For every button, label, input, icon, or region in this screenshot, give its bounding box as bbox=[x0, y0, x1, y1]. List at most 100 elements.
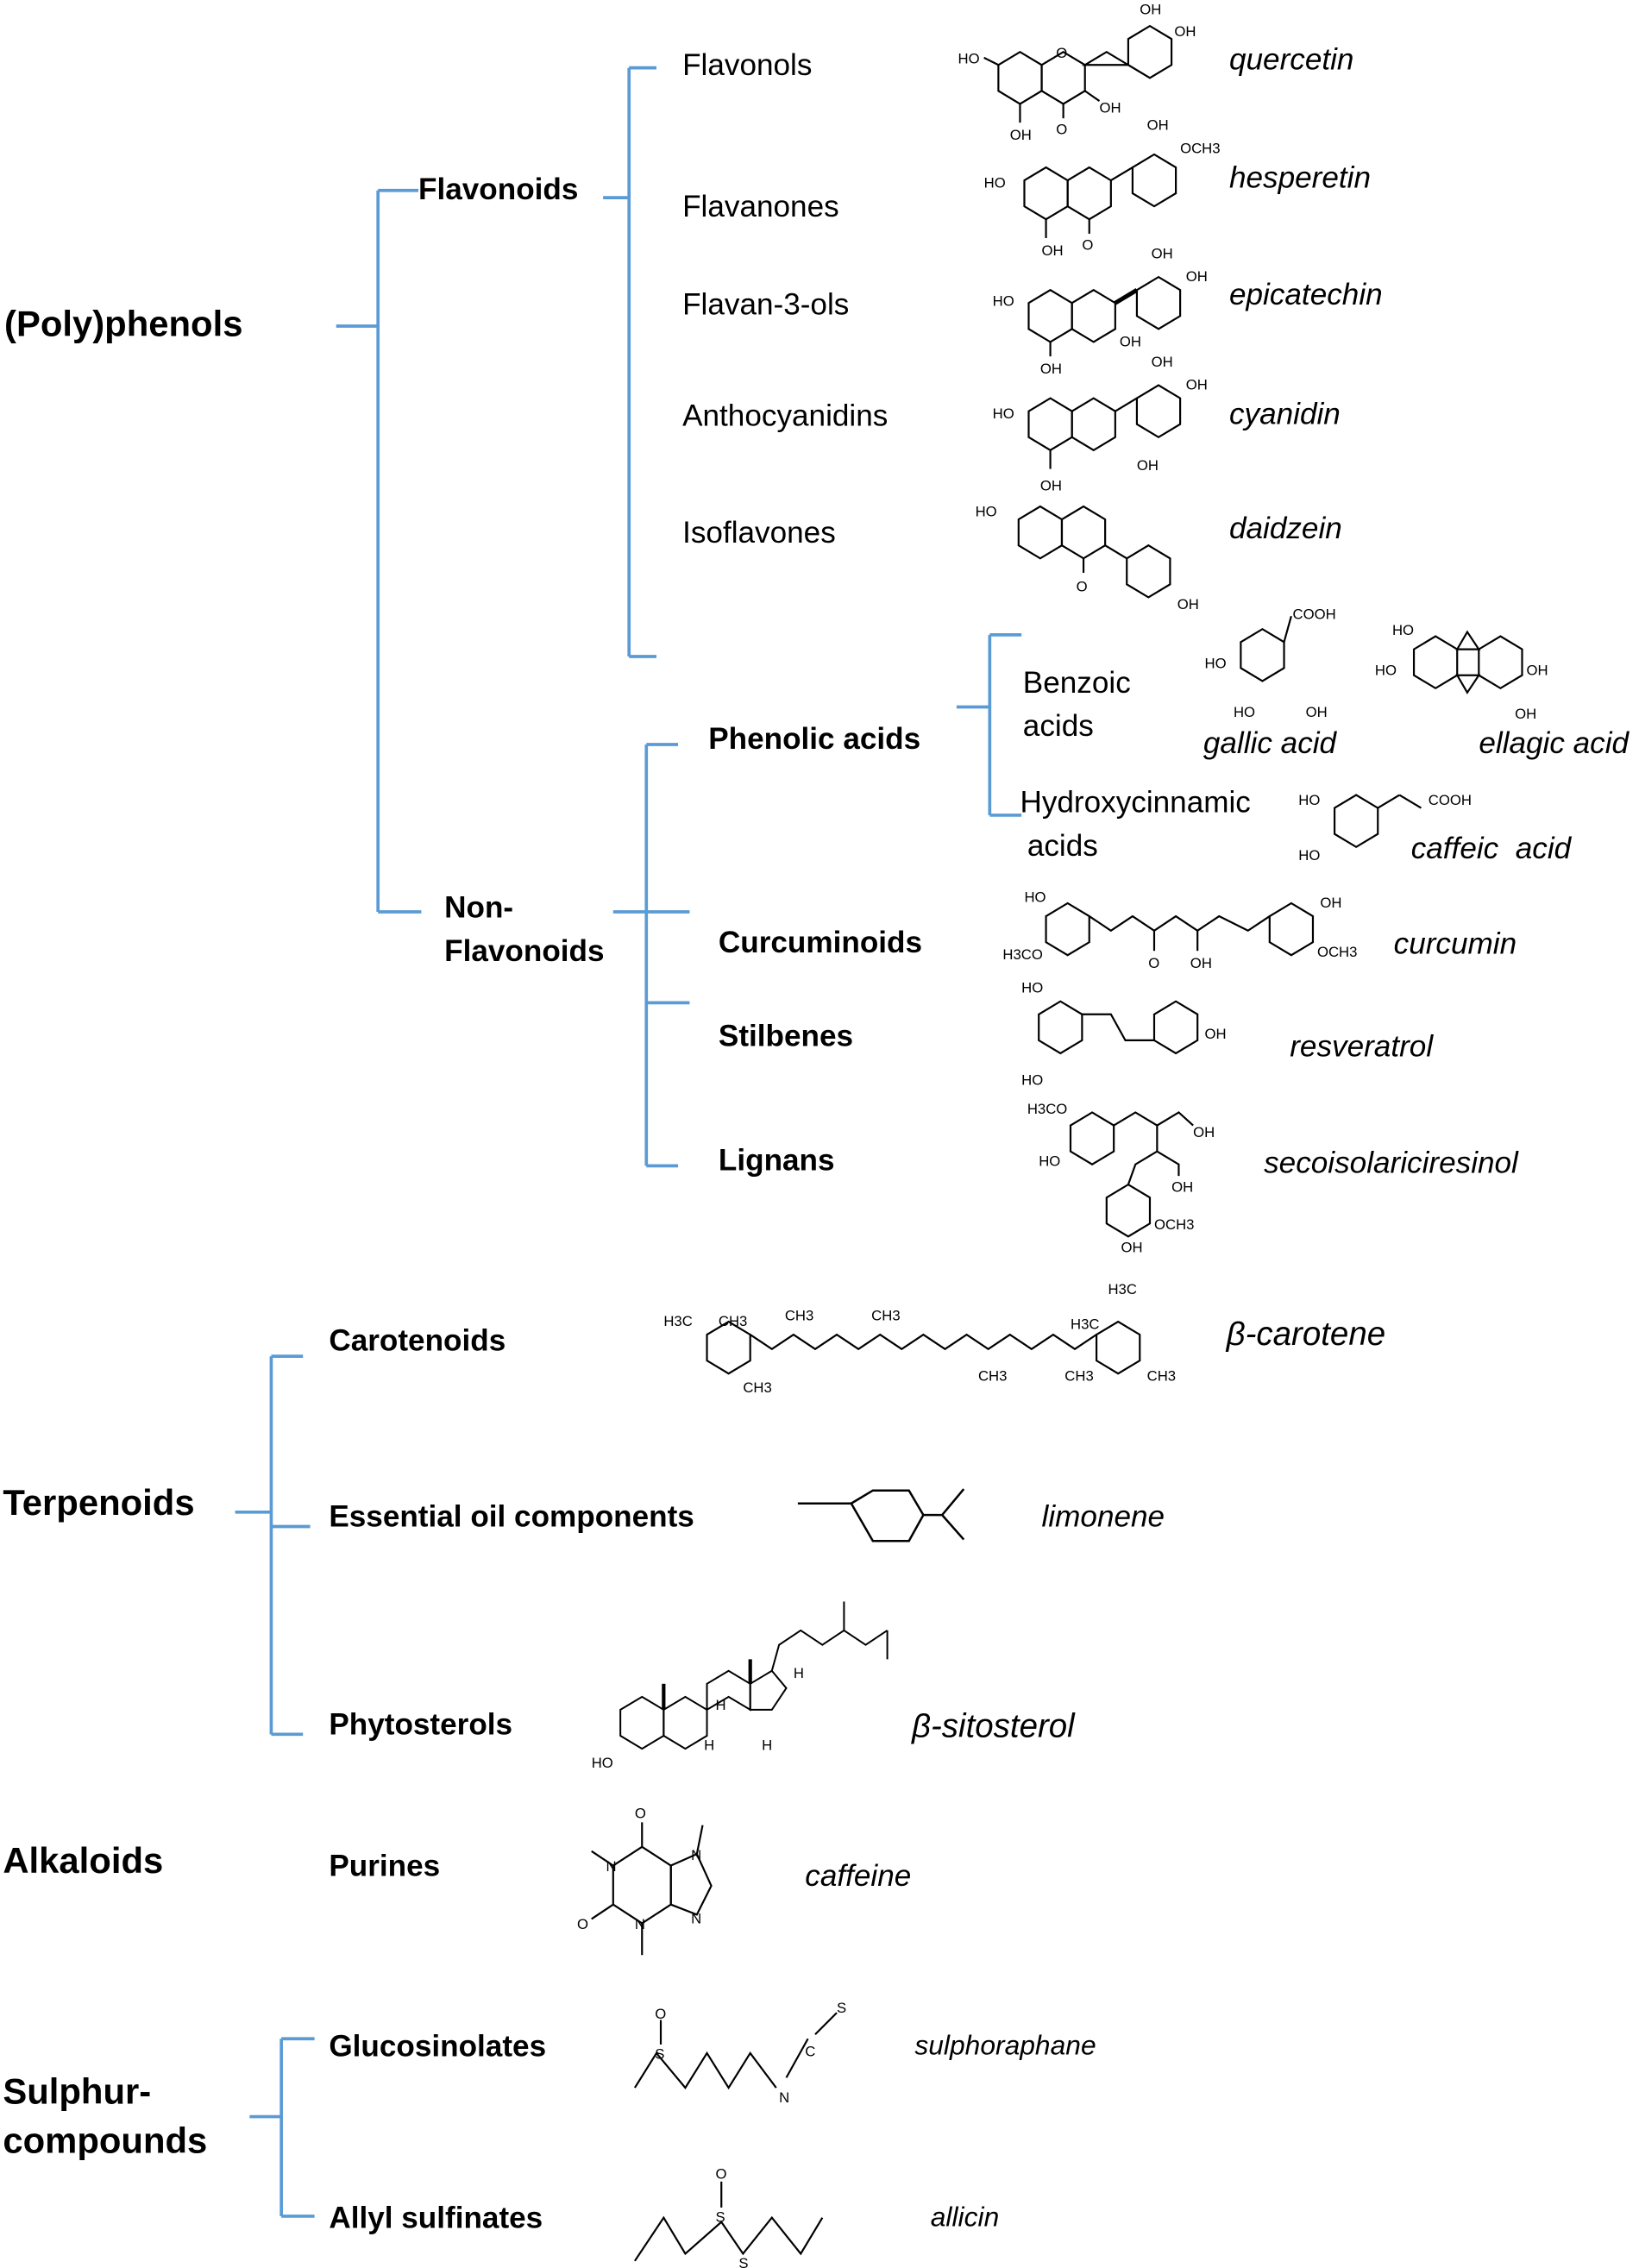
svg-text:CH3: CH3 bbox=[871, 1307, 900, 1323]
svg-text:H: H bbox=[704, 1737, 714, 1754]
svg-text:HO: HO bbox=[984, 174, 1006, 191]
svg-text:O: O bbox=[1056, 122, 1067, 138]
svg-text:OH: OH bbox=[1152, 245, 1173, 261]
structure-beta-sitosterol: HO HH HH bbox=[592, 1601, 889, 1771]
svg-text:HO: HO bbox=[976, 504, 997, 520]
compound-beta-sitosterol: β-sitosterol bbox=[912, 1706, 1075, 1745]
svg-text:O: O bbox=[655, 2006, 666, 2022]
svg-text:CH3: CH3 bbox=[1064, 1368, 1093, 1385]
svg-text:HO: HO bbox=[1375, 663, 1397, 679]
svg-text:OH: OH bbox=[1177, 596, 1199, 613]
svg-text:S: S bbox=[716, 2209, 725, 2226]
svg-text:N: N bbox=[635, 1916, 645, 1932]
svg-text:H3C: H3C bbox=[663, 1313, 692, 1329]
svg-text:S: S bbox=[837, 2000, 846, 2016]
svg-text:H3C: H3C bbox=[1108, 1281, 1136, 1297]
class-purines: Purines bbox=[329, 1850, 441, 1883]
svg-text:OH: OH bbox=[1140, 2, 1161, 18]
svg-text:OH: OH bbox=[1515, 706, 1536, 722]
compound-gallic-acid: gallic acid bbox=[1203, 726, 1337, 761]
svg-text:OH: OH bbox=[1193, 1124, 1215, 1140]
compound-resveratrol: resveratrol bbox=[1290, 1030, 1434, 1064]
bracket-non-flavonoids bbox=[612, 743, 690, 1168]
svg-text:H3CO: H3CO bbox=[1002, 946, 1042, 963]
compound-limonene: limonene bbox=[1041, 1500, 1165, 1534]
svg-text:HO: HO bbox=[1039, 1153, 1060, 1169]
svg-text:N: N bbox=[606, 1858, 616, 1875]
bracket-flavonoids bbox=[603, 66, 656, 658]
svg-text:HO: HO bbox=[993, 293, 1014, 310]
class-stilbenes: Stilbenes bbox=[718, 1020, 854, 1053]
svg-text:OH: OH bbox=[1010, 127, 1032, 143]
compound-epicatechin: epicatechin bbox=[1228, 278, 1383, 312]
svg-text:O: O bbox=[716, 2165, 727, 2182]
bracket-sulphur bbox=[249, 2037, 315, 2218]
svg-text:N: N bbox=[691, 1910, 701, 1926]
group-label-terpenoids: Terpenoids bbox=[3, 1483, 195, 1524]
compound-caffeine: caffeine bbox=[805, 1859, 912, 1894]
structure-epicatechin: HO OH OH OH OH bbox=[993, 245, 1208, 377]
svg-text:HO: HO bbox=[1205, 655, 1227, 671]
svg-text:OH: OH bbox=[1190, 955, 1212, 971]
svg-text:OH: OH bbox=[1186, 268, 1208, 285]
svg-text:CH3: CH3 bbox=[785, 1307, 813, 1323]
class-flavanones: Flavanones bbox=[682, 190, 839, 224]
svg-text:CH3: CH3 bbox=[978, 1368, 1007, 1385]
bracket-polyphenols bbox=[336, 188, 422, 914]
structure-resveratrol: HO HO OH bbox=[1021, 980, 1227, 1089]
compound-secoisolariciresinol: secoisolariciresinol bbox=[1264, 1147, 1518, 1181]
structure-limonene bbox=[797, 1488, 965, 1542]
svg-text:O: O bbox=[635, 1805, 646, 1821]
svg-text:HO: HO bbox=[1298, 847, 1320, 864]
svg-text:H: H bbox=[794, 1665, 804, 1681]
svg-text:C: C bbox=[805, 2043, 815, 2059]
compound-allicin: allicin bbox=[930, 2202, 1000, 2234]
structure-sulphoraphane: OS NC S bbox=[633, 2000, 846, 2106]
svg-text:OH: OH bbox=[1152, 354, 1173, 370]
svg-text:H: H bbox=[762, 1737, 772, 1754]
svg-text:OH: OH bbox=[1099, 99, 1121, 116]
svg-text:CH3: CH3 bbox=[719, 1313, 747, 1329]
svg-text:H3CO: H3CO bbox=[1027, 1101, 1067, 1117]
svg-text:OH: OH bbox=[1120, 333, 1141, 349]
svg-text:S: S bbox=[738, 2255, 748, 2268]
svg-text:O: O bbox=[1077, 579, 1088, 595]
class-lignans: Lignans bbox=[718, 1144, 835, 1178]
svg-text:O: O bbox=[1148, 955, 1159, 971]
class-phytosterols: Phytosterols bbox=[329, 1708, 513, 1742]
svg-text:OCH3: OCH3 bbox=[1317, 944, 1357, 960]
subclass-benzoic-line1: Benzoic bbox=[1022, 666, 1131, 701]
svg-text:OCH3: OCH3 bbox=[1154, 1216, 1194, 1233]
class-glucosinolates: Glucosinolates bbox=[329, 2030, 547, 2064]
svg-text:OH: OH bbox=[1040, 478, 1062, 494]
svg-text:HO: HO bbox=[592, 1755, 613, 1771]
svg-text:O: O bbox=[1082, 236, 1093, 253]
svg-text:OH: OH bbox=[1121, 1240, 1143, 1256]
svg-text:OH: OH bbox=[1042, 242, 1064, 259]
subclass-benzoic-line2: acids bbox=[1022, 709, 1094, 744]
svg-text:CH3: CH3 bbox=[743, 1379, 771, 1396]
svg-text:HO: HO bbox=[1021, 1072, 1043, 1089]
class-flavonols: Flavonols bbox=[682, 48, 813, 83]
svg-text:OH: OH bbox=[1171, 1178, 1193, 1195]
structure-daidzein: HO O OH bbox=[976, 504, 1199, 613]
svg-text:OH: OH bbox=[1174, 23, 1196, 40]
svg-text:S: S bbox=[655, 2046, 664, 2063]
class-isoflavones: Isoflavones bbox=[682, 516, 836, 550]
svg-text:OH: OH bbox=[1205, 1026, 1227, 1042]
subgroup-non-flavonoids-line2: Flavonoids bbox=[444, 934, 605, 969]
svg-text:HO: HO bbox=[1021, 980, 1043, 996]
svg-text:H3C: H3C bbox=[1071, 1316, 1099, 1332]
svg-text:OH: OH bbox=[1186, 377, 1208, 393]
group-label-sulphur-line2: compounds bbox=[3, 2120, 208, 2162]
class-curcuminoids: Curcuminoids bbox=[718, 926, 923, 960]
svg-text:CH3: CH3 bbox=[1147, 1368, 1176, 1385]
class-anthocyanidins: Anthocyanidins bbox=[682, 399, 889, 433]
